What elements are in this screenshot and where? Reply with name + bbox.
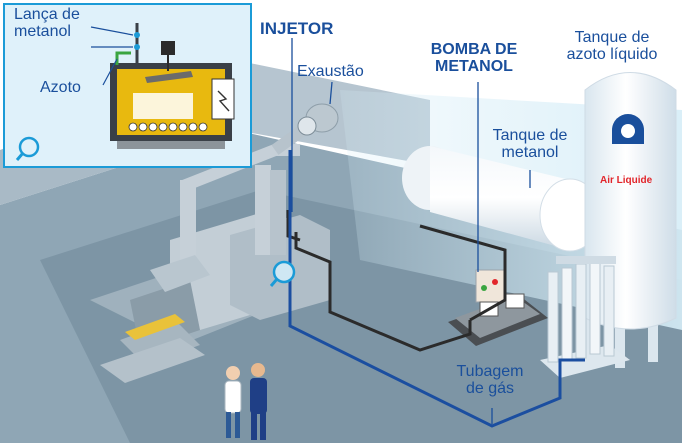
label-methanol-lance-text: Lança de metanol [14, 6, 80, 40]
label-methanol-lance: Lança de metanol [14, 6, 80, 41]
gas-pipe [288, 150, 585, 428]
furnace-line [90, 103, 339, 383]
tank-brand-text: Air Liquide [600, 175, 653, 186]
inset-drawing [15, 23, 235, 161]
workers [224, 363, 267, 440]
label-methanol-tank: Tanque de metanol [492, 127, 568, 161]
air-liquide-logo [612, 114, 644, 144]
inset-magnifier-icon[interactable] [15, 136, 40, 161]
methanol-pump-skid [448, 269, 548, 346]
methanol-pipe [294, 224, 507, 352]
label-nitrogen: Azoto [40, 79, 81, 96]
label-methanol-pump: BOMBA DE METANOL [430, 41, 518, 75]
label-liquid-nitrogen-tank: Tanque de azoto líquido [566, 29, 658, 63]
furnace-detail-inset [3, 3, 252, 168]
label-exhaust: Exaustão [297, 63, 364, 80]
magnifier-icon[interactable] [269, 260, 296, 287]
methanol-pipe-inlet [286, 210, 301, 242]
label-gas-piping: Tubagem de gás [456, 363, 524, 397]
exhaust-leader [329, 81, 333, 105]
label-injector: INJETOR [260, 19, 334, 38]
